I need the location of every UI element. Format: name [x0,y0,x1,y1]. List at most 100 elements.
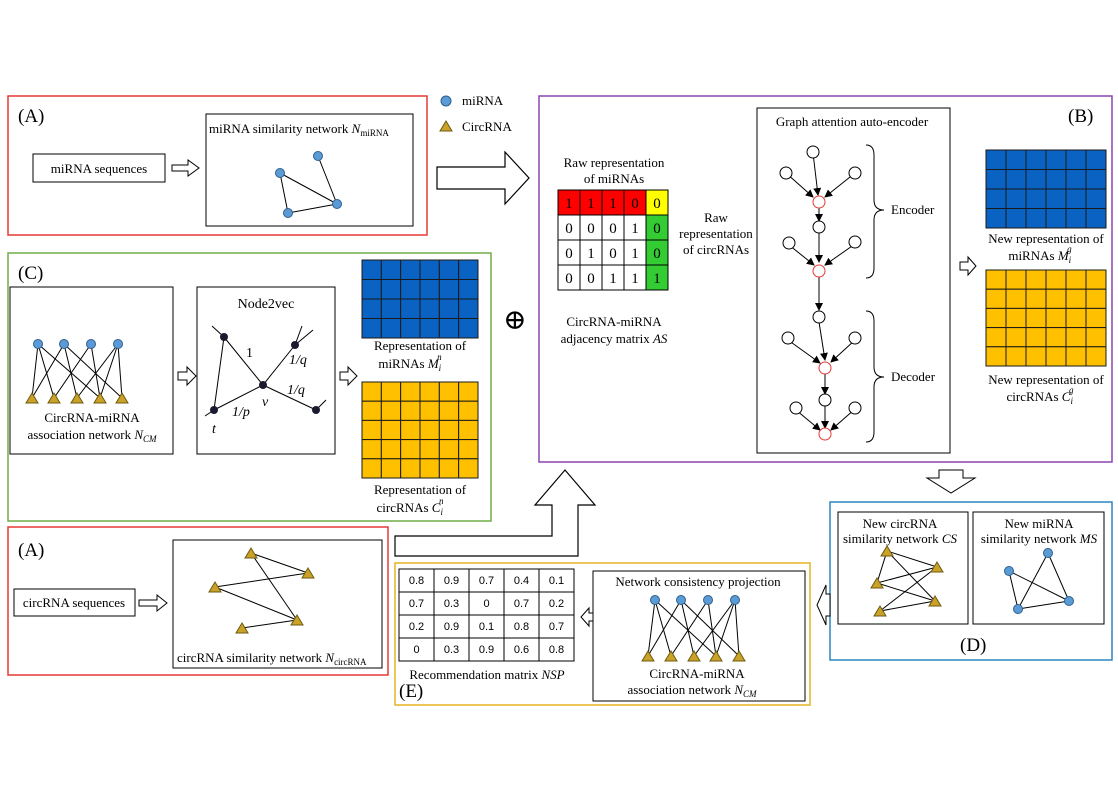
panel-c-letter: (C) [18,263,43,284]
mirna-legend-icon [440,95,452,107]
matrix-cell [1045,307,1067,329]
new-circrna-label-1: New representation of [988,372,1104,387]
legend: miRNA CircRNA [439,93,512,134]
mirna-node [1043,548,1053,558]
recommendation-cell-value: 0 [483,598,489,610]
ncp-association-graph [641,595,746,662]
matrix-cell [380,439,402,460]
circrna-representation-label-1: Representation of [374,482,467,497]
matrix-cell [380,419,402,441]
adjacency-cell-value: 0 [653,221,661,237]
combine-operator-icon: ⊕ [503,305,526,336]
mirna-node [59,339,69,349]
adjacency-cell-value: 1 [631,271,639,287]
circrna-similarity-network-label: circRNA similarity network NcircRNA [177,650,367,667]
circrna-node [709,650,723,662]
matrix-cell [1085,169,1107,190]
matrix-cell [1025,169,1047,190]
new-circrna-network-label-1: New circRNA [863,516,938,531]
association-network-box [9,286,174,455]
mirna-similarity-graph [275,151,342,218]
matrix-cell [419,439,440,460]
panel-b-letter: (B) [1068,106,1093,127]
recommendation-cell-value: 0.3 [444,644,459,656]
matrix-cell [361,259,382,280]
recommendation-cell-value: 0.7 [409,598,424,610]
gae-node [848,235,862,249]
ncp-association-label-1: CircRNA-miRNA [649,666,745,681]
recommendation-cell-value: 0.8 [409,575,424,587]
matrix-cell [458,381,479,402]
matrix-cell [985,288,1007,309]
adjacency-cell-value: 0 [609,246,617,262]
matrix-cell [1025,346,1047,367]
circrna-node [93,392,107,404]
matrix-cell [458,458,479,479]
edge-label-q2: 1/q [287,383,305,398]
matrix-cell [380,381,402,402]
recommendation-cell-value: 0.6 [514,644,529,656]
circrna-node [208,581,222,593]
raw-circrna-label-1: Raw [704,210,728,225]
mirna-node [275,168,285,178]
circrna-node [641,650,655,662]
circrna-node [732,650,746,662]
matrix-cell [361,419,382,441]
recommendation-cell-value: 0.7 [549,621,564,633]
adjacency-cell-value: 0 [565,246,573,262]
gae-node [782,236,796,250]
recommendation-cell-value: 0.7 [514,598,529,610]
gae-node [818,393,832,407]
decoder-brace-icon [865,310,885,443]
circrna-node [664,650,678,662]
edge-label-q1: 1/q [289,353,307,368]
recommendation-cell-value: 0.2 [549,598,564,610]
recommendation-cell-value: 0.3 [444,598,459,610]
gae-node [848,401,862,415]
legend-mirna-label: miRNA [462,93,504,108]
matrix-cell [400,400,421,421]
gae-target-node [812,195,826,209]
node-label-v: v [262,395,269,410]
matrix-cell [1025,269,1047,290]
adjacency-cell-value: 1 [631,221,639,237]
circrna-legend-icon [439,120,453,132]
mirna-sequences-label: miRNA sequences [51,161,147,176]
node2vec-title: Node2vec [238,297,295,312]
new-mirna-representation-matrix [985,149,1107,229]
mirna-representation-label-2: miRNAs Min [378,352,442,373]
gae-target-node [818,427,832,441]
matrix-cell [985,327,1007,348]
adjacency-cell-value: 0 [631,196,639,212]
matrix-cell [1065,327,1087,348]
mirna-node [86,339,96,349]
circrna-node [235,622,249,634]
big-arrow-up-icon [394,469,597,557]
raw-mirna-label-1: Raw representation [564,155,665,170]
decoder-label: Decoder [891,369,936,384]
circrna-node [687,650,701,662]
adjacency-label-2: adjacency matrix AS [561,331,668,346]
circrna-sequences-label: circRNA sequences [23,595,125,610]
matrix-cell [985,188,1007,209]
matrix-cell [380,259,402,280]
node2vec-box [196,286,336,455]
walk-node [312,406,320,414]
mirna-representation-matrix [361,259,479,339]
matrix-cell [1045,269,1067,290]
circrna-similarity-graph [208,547,315,634]
gae-target-node [812,264,826,278]
new-mirna-network-label-1: New miRNA [1005,516,1075,531]
adjacency-label-1: CircRNA-miRNA [566,314,662,329]
matrix-cell [1005,169,1027,190]
walk-node [291,341,299,349]
adjacency-cell-value: 0 [653,246,661,262]
panel-a-top-letter: (A) [18,106,44,127]
walk-node-v [259,381,267,389]
panel-d-border [829,501,1113,661]
matrix-cell [1085,327,1107,348]
circrna-node [880,545,894,557]
mirna-node [650,595,660,605]
matrix-cell [1065,269,1087,290]
mirna-node [113,339,123,349]
